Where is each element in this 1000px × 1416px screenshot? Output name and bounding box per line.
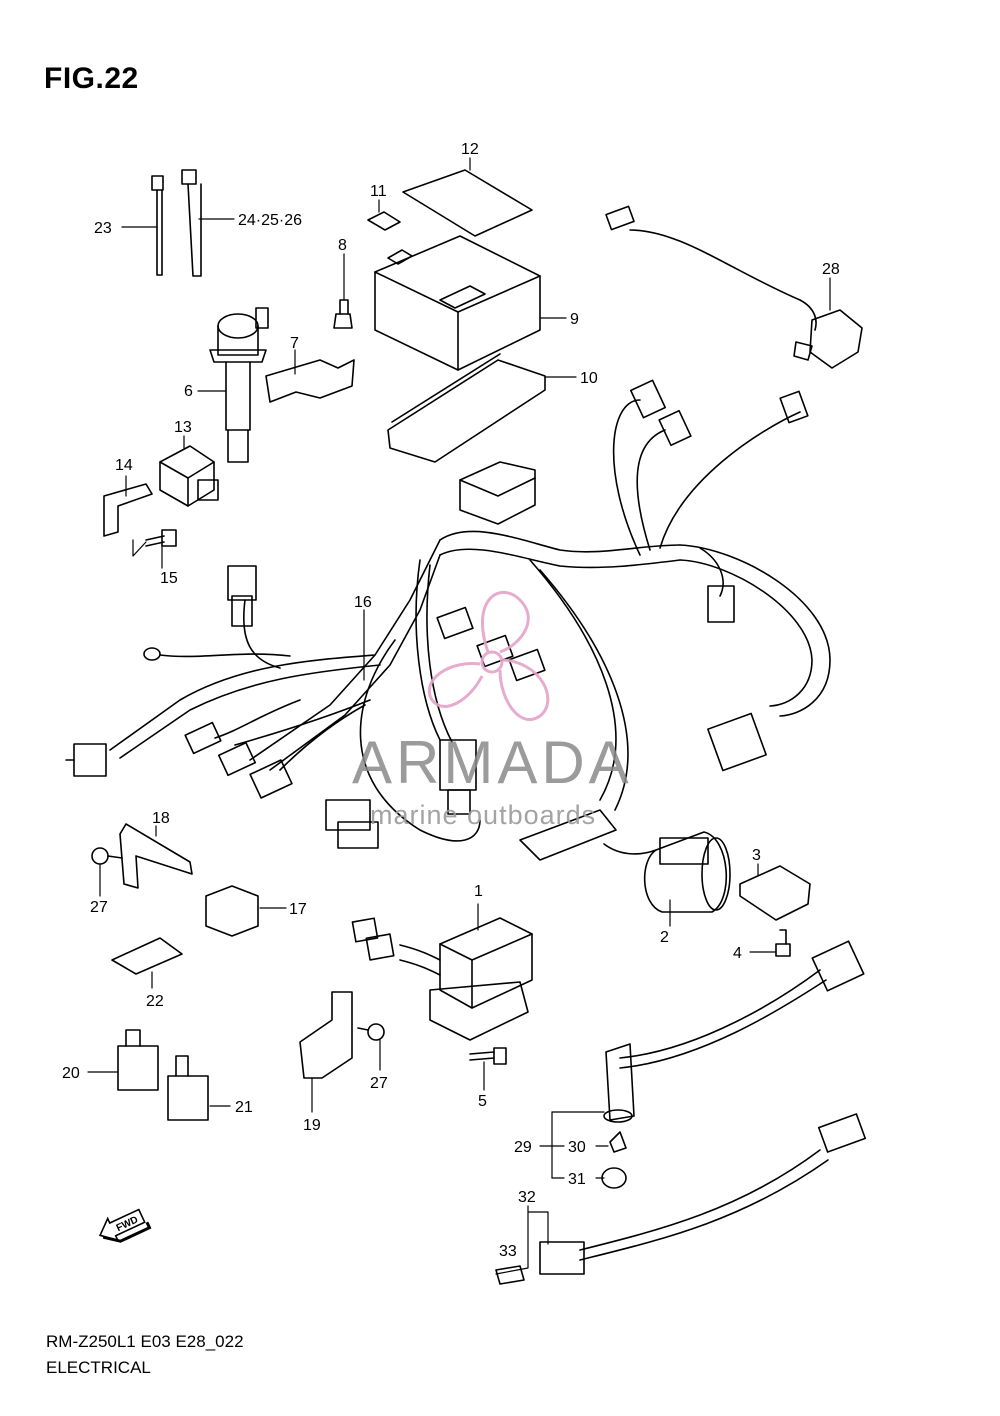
fuse-33	[495, 1265, 525, 1285]
bracket-18	[119, 823, 193, 889]
callout-1: 1	[474, 883, 483, 900]
watermark-logo	[428, 590, 550, 721]
callout-20: 20	[62, 1065, 80, 1082]
harness-32	[539, 1113, 867, 1275]
callout-6: 6	[184, 383, 193, 400]
ignition-coil-6	[209, 307, 269, 463]
model-code: RM-Z250L1 E03 E28_022	[46, 1332, 244, 1351]
callout-4: 4	[733, 945, 742, 962]
bolt-4	[775, 929, 791, 957]
callout-12: 12	[461, 141, 479, 158]
callout-28: 28	[822, 261, 840, 278]
callout-13: 13	[174, 419, 192, 436]
coupler-21	[167, 1055, 209, 1121]
callout-21: 21	[235, 1099, 253, 1116]
callout-18: 18	[152, 810, 170, 827]
watermark-subtitle: marine outboards	[370, 800, 597, 830]
figure-title: FIG.22	[44, 62, 139, 95]
wire-harness-16	[109, 399, 831, 842]
coupler-20	[117, 1029, 159, 1091]
callout-27-lower: 27	[370, 1075, 388, 1092]
pad-11	[367, 211, 401, 231]
harness-connectors	[65, 379, 809, 861]
callout-5: 5	[478, 1093, 487, 1110]
cable-tie-24-26	[181, 169, 202, 277]
bracket-19	[299, 991, 353, 1079]
pad-22	[111, 937, 183, 975]
callout-14: 14	[115, 457, 133, 474]
relay-13	[159, 445, 219, 507]
clip-14	[103, 483, 153, 537]
section-label: ELECTRICAL	[46, 1358, 151, 1377]
callout-29: 29	[514, 1139, 532, 1156]
callout-3: 3	[752, 847, 761, 864]
callout-10: 10	[580, 370, 598, 387]
relay-17	[205, 885, 259, 937]
callout-27-upper: 27	[90, 899, 108, 916]
sensor-28	[605, 205, 863, 369]
callout-8: 8	[338, 237, 347, 254]
callout-11: 11	[370, 183, 387, 200]
bolt-27-lower	[357, 1023, 385, 1041]
callout-33: 33	[499, 1243, 517, 1260]
callout-numbers: 1 2 3 4 5 6 7 8 9 10 11 12 13 14 15 16 1…	[62, 141, 840, 1260]
bolt-5	[469, 1047, 507, 1065]
bolt-27-upper	[91, 847, 123, 865]
bracket-3	[739, 865, 811, 921]
bolt-8	[333, 299, 353, 329]
callout-23: 23	[94, 220, 112, 237]
sheet-12	[402, 169, 533, 237]
capacitor-2	[603, 831, 731, 913]
regulator-1	[351, 917, 533, 1041]
fwd-arrow-icon: FWD	[98, 1208, 152, 1243]
callout-16: 16	[354, 594, 372, 611]
leader-lines	[87, 157, 831, 1275]
watermark-brand: ARMADA	[352, 729, 633, 796]
cable-tie-23	[151, 175, 164, 276]
bracket-7	[265, 359, 355, 403]
callout-30: 30	[568, 1139, 586, 1156]
sensor-cable-29	[601, 940, 865, 1189]
callout-22: 22	[146, 993, 164, 1010]
callout-7: 7	[290, 335, 299, 352]
callout-24-25-26: 24·25·26	[238, 212, 302, 229]
band-10	[387, 353, 546, 463]
callout-15: 15	[160, 570, 178, 587]
screw-15	[145, 529, 177, 547]
ecu-9	[374, 235, 541, 371]
callout-31: 31	[568, 1171, 586, 1188]
callout-19: 19	[303, 1117, 321, 1134]
callout-32: 32	[518, 1189, 536, 1206]
callout-2: 2	[660, 929, 669, 946]
callout-9: 9	[570, 311, 579, 328]
callout-17: 17	[289, 901, 307, 918]
